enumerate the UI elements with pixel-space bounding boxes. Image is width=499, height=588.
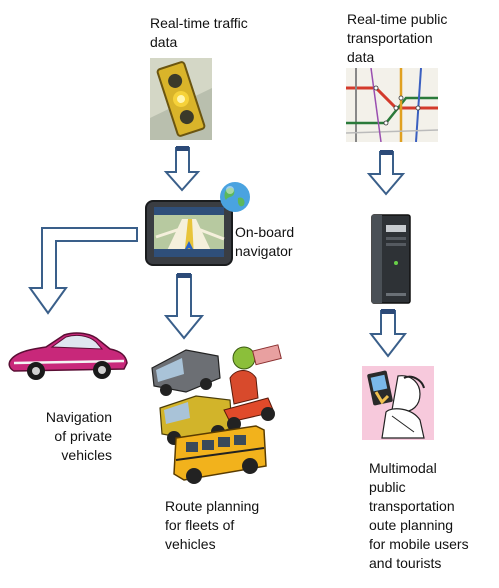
label-traffic-data: Real-time traffic data	[150, 15, 248, 50]
private-car-icon	[8, 332, 128, 380]
globe-icon	[220, 182, 250, 212]
label-multimodal-planning: Multimodal public transportation oute pl…	[369, 460, 469, 571]
label-route-planning-fleets: Route planning for fleets of vehicles	[165, 498, 260, 552]
label-navigation-private: Navigation of private vehicles	[45, 409, 112, 463]
arrow-transit-to-server	[366, 150, 406, 196]
transit-map-icon	[346, 68, 438, 142]
traffic-light-icon	[150, 58, 212, 140]
arrow-server-to-mobile	[368, 309, 408, 358]
label-onboard-navigator: On-board navigator	[235, 224, 295, 259]
label-public-transport-data: Real-time public transportation data	[347, 11, 448, 65]
fleet-vehicles-icon	[151, 344, 282, 484]
arrow-traffic-to-navigator	[163, 146, 201, 192]
arrow-navigator-to-fleets	[163, 273, 205, 340]
server-icon	[371, 214, 411, 304]
gps-navigator-icon	[145, 200, 233, 266]
arrow-navigator-to-private	[28, 227, 138, 315]
mobile-user-icon	[362, 366, 434, 440]
